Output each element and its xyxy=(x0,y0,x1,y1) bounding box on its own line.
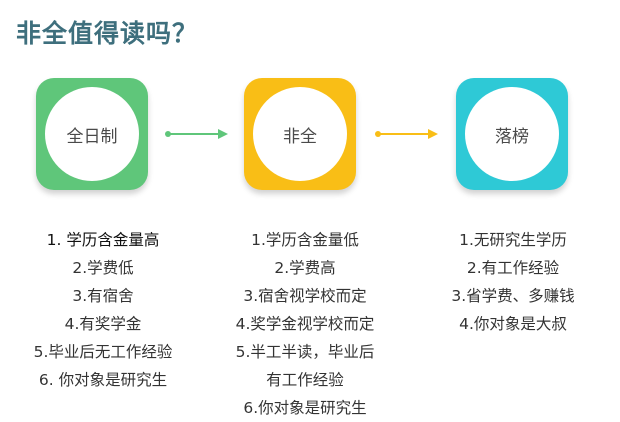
list-item: 1.学历含金量低 xyxy=(251,231,359,249)
list-item: 5.半工半读，毕业后 xyxy=(235,343,375,361)
failed-label: 落榜 xyxy=(465,87,559,181)
list-item: 4.有奖学金 xyxy=(64,315,142,333)
failed-list: 1.无研究生学历 2.有工作经验 3.省学费、多赚钱 4.你对象是大叔 xyxy=(418,226,608,338)
list-item: 1.无研究生学历 xyxy=(459,231,567,249)
full-time-list: 1. 学历含金量高 2.学费低 3.有宿舍 4.有奖学金 5.毕业后无工作经验 … xyxy=(6,226,200,394)
failed-card: 落榜 xyxy=(456,78,568,190)
arrow-right-icon xyxy=(165,129,228,139)
full-time-label: 全日制 xyxy=(45,87,139,181)
page-title: 非全值得读吗？ xyxy=(16,19,199,48)
part-time-card: 非全 xyxy=(244,78,356,190)
part-time-label: 非全 xyxy=(253,87,347,181)
list-item: 2.学费低 xyxy=(72,259,134,277)
list-item: 6. 你对象是研究生 xyxy=(38,371,168,389)
list-item: 3.省学费、多赚钱 xyxy=(451,287,575,305)
list-item: 2.有工作经验 xyxy=(466,259,560,277)
list-item: 6.你对象是研究生 xyxy=(243,399,367,417)
list-item: 5.毕业后无工作经验 xyxy=(33,343,173,361)
part-time-list: 1.学历含金量低 2.学费高 3.宿舍视学校而定 4.奖学金视学校而定 5.半工… xyxy=(210,226,400,422)
list-item: 2.学费高 xyxy=(274,259,336,277)
arrow-right-icon xyxy=(375,129,438,139)
list-item: 1. 学历含金量高 xyxy=(46,231,160,249)
list-item: 4.奖学金视学校而定 xyxy=(235,315,375,333)
list-item: 3.宿舍视学校而定 xyxy=(243,287,367,305)
full-time-card: 全日制 xyxy=(36,78,148,190)
list-item: 4.你对象是大叔 xyxy=(459,315,567,333)
list-item: 有工作经验 xyxy=(266,371,344,389)
list-item: 3.有宿舍 xyxy=(72,287,134,305)
